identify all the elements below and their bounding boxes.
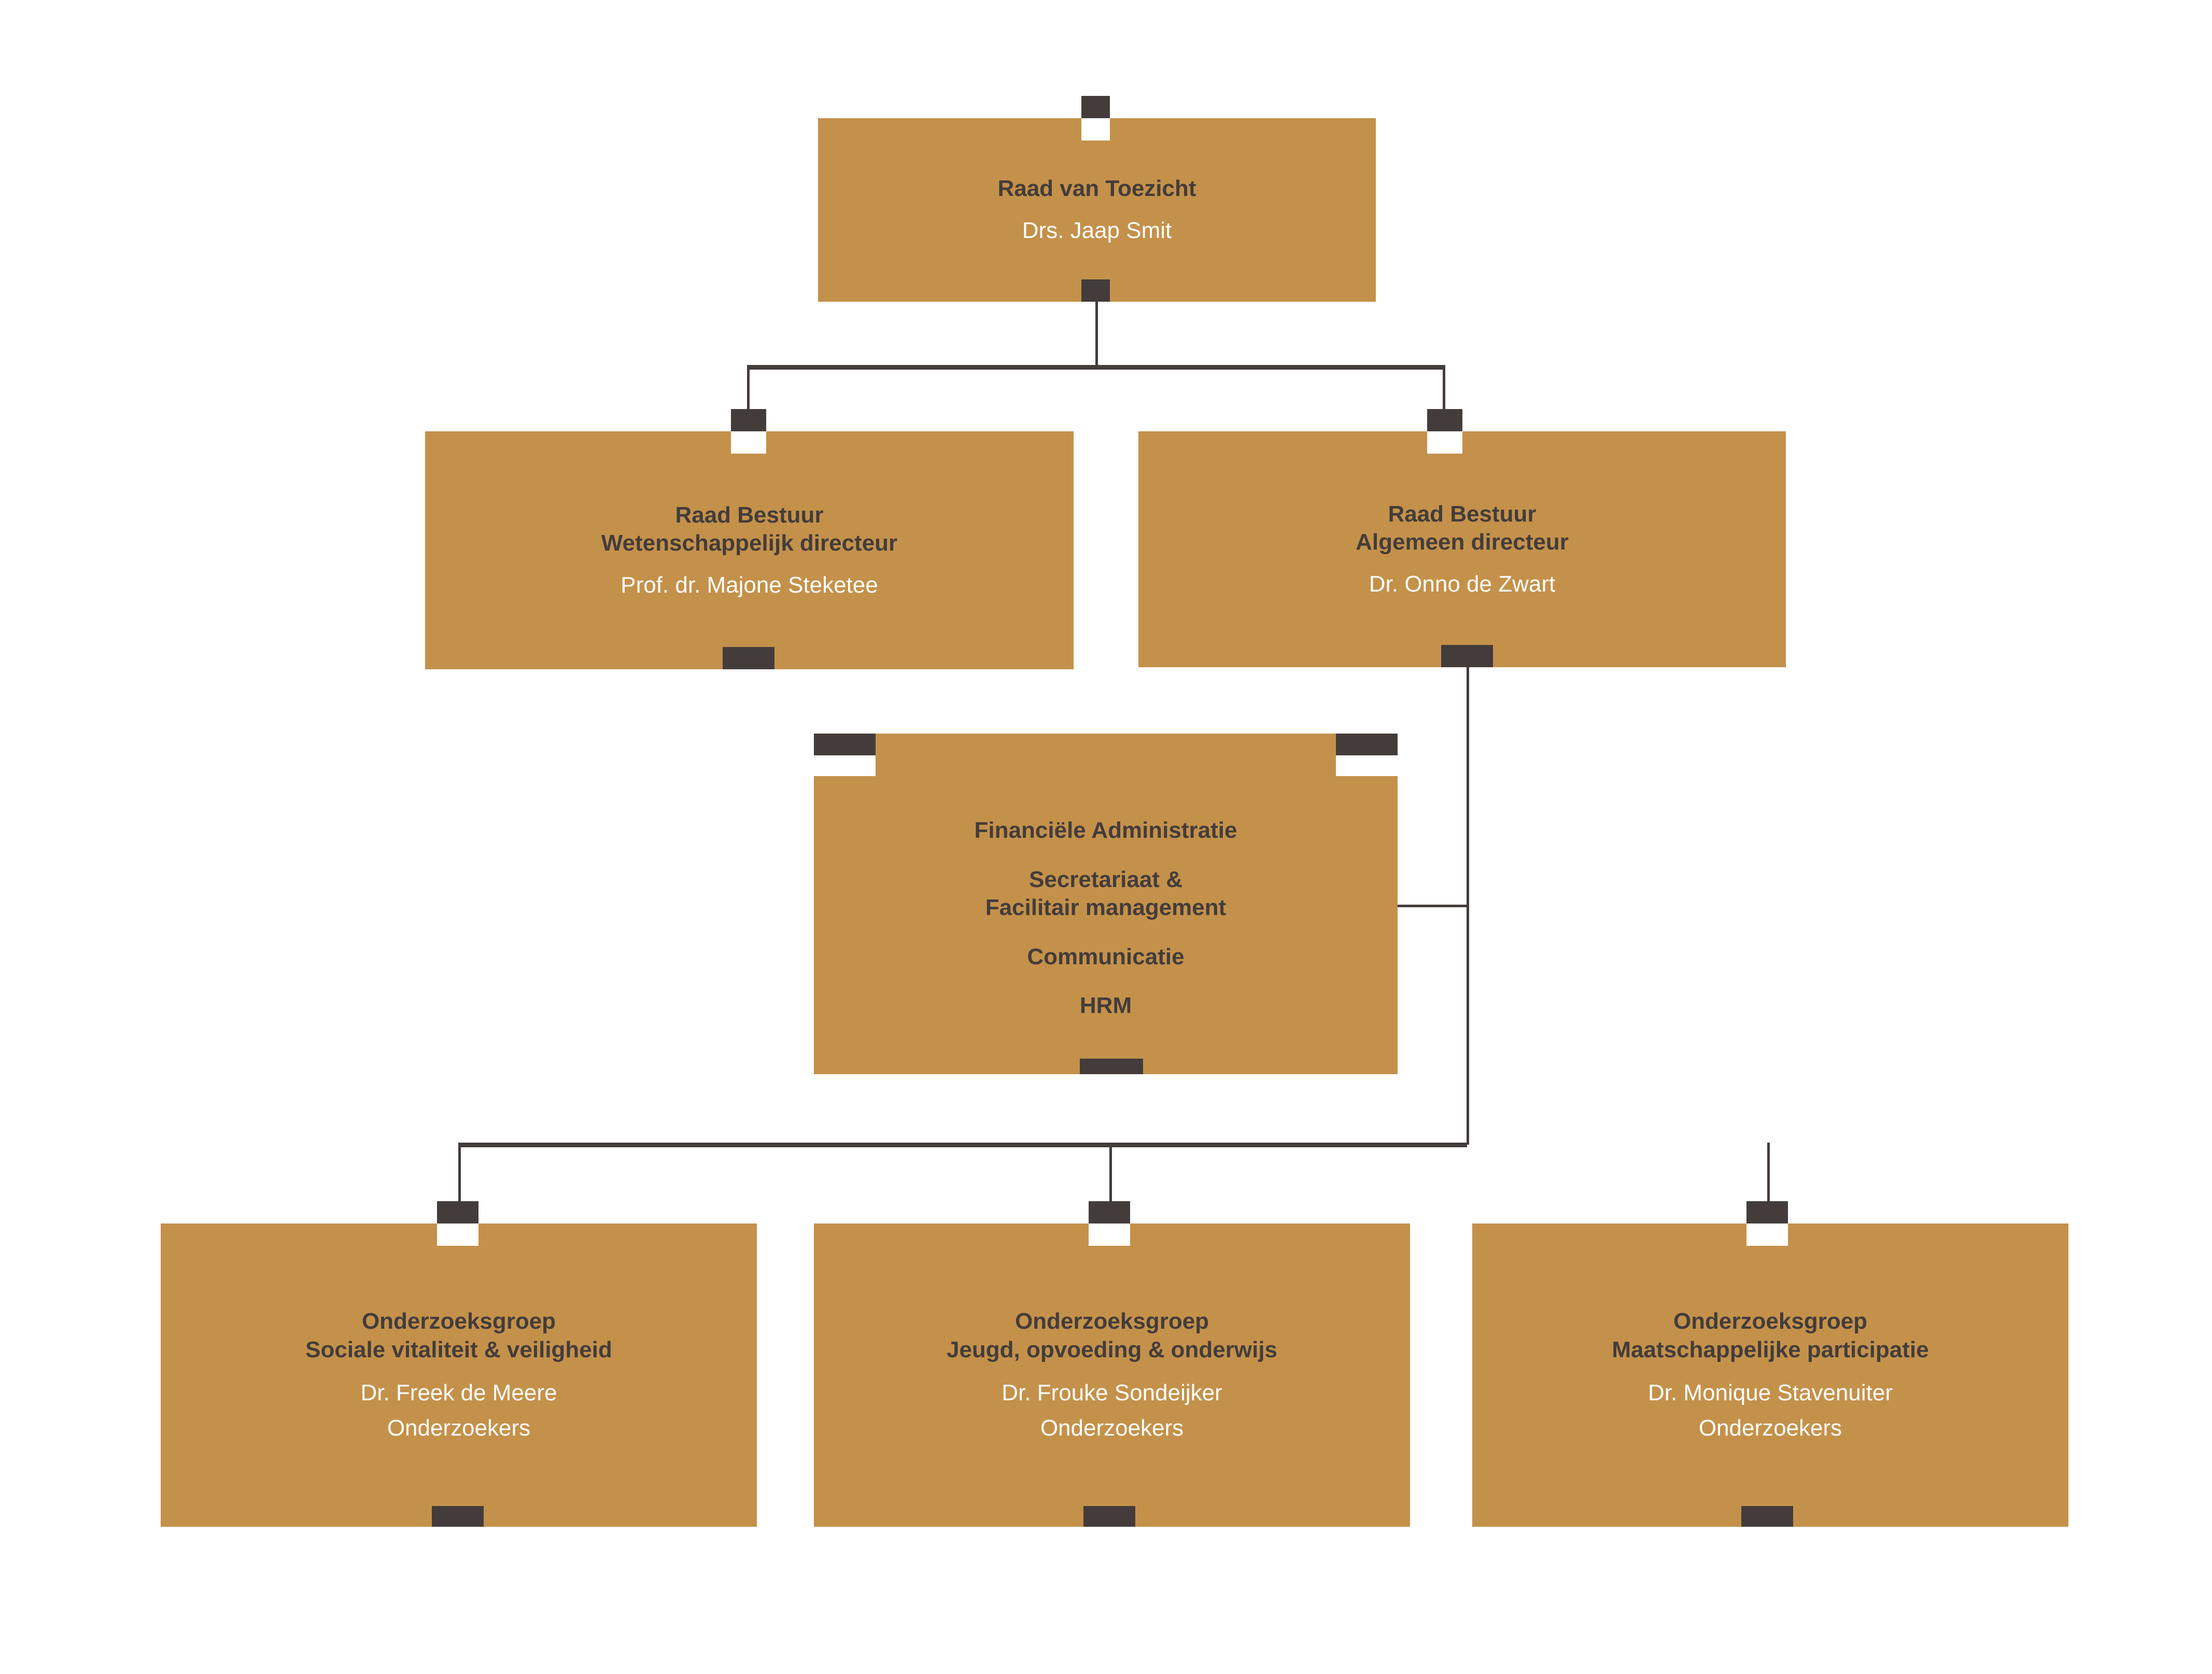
- node-title-line: Facilitair management: [985, 895, 1227, 921]
- connector-tab-topleft-staf: [814, 734, 876, 755]
- node-title-line: Raad Bestuur: [675, 502, 824, 528]
- node-person-line: Dr. Freek de Meere: [360, 1380, 557, 1405]
- node-raad-van-toezicht[interactable]: Raad van Toezicht Drs. Jaap Smit: [818, 118, 1376, 302]
- connector-drop-groep-1: [458, 1143, 461, 1203]
- node-person-line: Dr. Frouke Sondeijker: [1002, 1380, 1222, 1405]
- connector-tab-bottom-wetenschappelijk: [723, 647, 774, 669]
- connector-notch-top-wetenschappelijk: [731, 431, 766, 454]
- connector-drop-groep-3: [1767, 1143, 1770, 1203]
- node-person-line: Prof. dr. Majone Steketee: [621, 572, 878, 598]
- node-title-line: Raad van Toezicht: [997, 176, 1196, 202]
- connector-notch-topleft-staf: [814, 755, 876, 776]
- connector-notch-top-algemeen: [1427, 431, 1462, 454]
- node-text-block: Raad Bestuur Wetenschappelijk directeur …: [425, 501, 1074, 600]
- connector-tab-bottom-groep-3: [1741, 1506, 1793, 1527]
- connector-tab-top-groep-3: [1746, 1201, 1788, 1223]
- node-title-line: Financiële Administratie: [974, 818, 1237, 843]
- node-raad-bestuur-wetenschappelijk[interactable]: Raad Bestuur Wetenschappelijk directeur …: [425, 431, 1074, 669]
- node-person-line: Dr. Onno de Zwart: [1369, 571, 1556, 597]
- node-title-line: Secretariaat &: [1029, 866, 1182, 892]
- connector-line-toezicht-stem: [1095, 302, 1098, 367]
- node-title-line: Communicatie: [1027, 944, 1185, 969]
- connector-tab-top-algemeen: [1427, 409, 1462, 431]
- node-raad-bestuur-algemeen[interactable]: Raad Bestuur Algemeen directeur Dr. Onno…: [1138, 431, 1786, 667]
- connector-drop-algemeen: [1443, 365, 1445, 411]
- node-text-block: Raad Bestuur Algemeen directeur Dr. Onno…: [1138, 500, 1786, 599]
- connector-bar-level4: [458, 1143, 1467, 1147]
- connector-notch-top-groep-3: [1746, 1223, 1788, 1246]
- node-title-line: Sociale vitaliteit & veiligheid: [305, 1337, 612, 1362]
- connector-tab-topright-staf: [1336, 734, 1398, 755]
- connector-tab-top-wetenschappelijk: [731, 409, 766, 431]
- connector-notch-top-toezicht: [1081, 118, 1110, 140]
- node-text-block: Raad van Toezicht Drs. Jaap Smit: [818, 175, 1376, 245]
- connector-tab-bottom-toezicht: [1081, 279, 1110, 302]
- connector-notch-top-groep-1: [437, 1223, 478, 1246]
- node-title-line: Maatschappelijke participatie: [1612, 1337, 1929, 1362]
- connector-branch-staf: [1398, 905, 1469, 907]
- connector-tab-bottom-groep-1: [432, 1506, 484, 1527]
- connector-tab-bottom-staf: [1080, 1059, 1143, 1074]
- connector-notch-top-groep-2: [1089, 1223, 1130, 1246]
- node-title-line: Jeugd, opvoeding & onderwijs: [946, 1337, 1278, 1362]
- node-text-block: Onderzoeksgroep Jeugd, opvoeding & onder…: [814, 1307, 1410, 1442]
- node-title-line: Algemeen directeur: [1356, 529, 1569, 555]
- connector-tab-bottom-algemeen: [1441, 645, 1493, 667]
- node-title-line: HRM: [1079, 993, 1132, 1019]
- node-staf-diensten[interactable]: Financiële Administratie Secretariaat & …: [814, 734, 1398, 1074]
- node-text-block: Onderzoeksgroep Maatschappelijke partici…: [1472, 1307, 2068, 1442]
- connector-bar-level2: [747, 365, 1445, 370]
- connector-notch-topright-staf: [1336, 755, 1398, 776]
- node-onderzoeksgroep-jeugd[interactable]: Onderzoeksgroep Jeugd, opvoeding & onder…: [814, 1223, 1410, 1527]
- node-title-line: Onderzoeksgroep: [1015, 1309, 1209, 1334]
- node-onderzoeksgroep-participatie[interactable]: Onderzoeksgroep Maatschappelijke partici…: [1472, 1223, 2068, 1527]
- connector-drop-wetenschappelijk: [747, 365, 750, 411]
- connector-tab-top-groep-1: [437, 1201, 478, 1223]
- node-person-line: Onderzoekers: [387, 1415, 531, 1441]
- connector-tab-top-toezicht: [1081, 96, 1110, 118]
- node-person-line: Onderzoekers: [1040, 1415, 1184, 1441]
- node-title-line: Onderzoeksgroep: [361, 1309, 556, 1334]
- node-title-line: Onderzoeksgroep: [1673, 1309, 1868, 1334]
- node-person-line: Drs. Jaap Smit: [1022, 218, 1172, 243]
- node-text-block: Onderzoeksgroep Sociale vitaliteit & vei…: [161, 1307, 757, 1442]
- node-title-line: Wetenschappelijk directeur: [601, 530, 898, 556]
- connector-tab-top-groep-2: [1089, 1201, 1130, 1223]
- node-person-line: Dr. Monique Stavenuiter: [1647, 1380, 1893, 1405]
- node-onderzoeksgroep-sociale-vitaliteit[interactable]: Onderzoeksgroep Sociale vitaliteit & vei…: [161, 1223, 757, 1527]
- connector-drop-groep-2: [1109, 1143, 1112, 1203]
- connector-tab-bottom-groep-2: [1083, 1506, 1135, 1527]
- node-title-line: Raad Bestuur: [1388, 501, 1537, 527]
- node-text-block: Financiële Administratie Secretariaat & …: [814, 817, 1398, 1020]
- node-person-line: Onderzoekers: [1698, 1415, 1842, 1441]
